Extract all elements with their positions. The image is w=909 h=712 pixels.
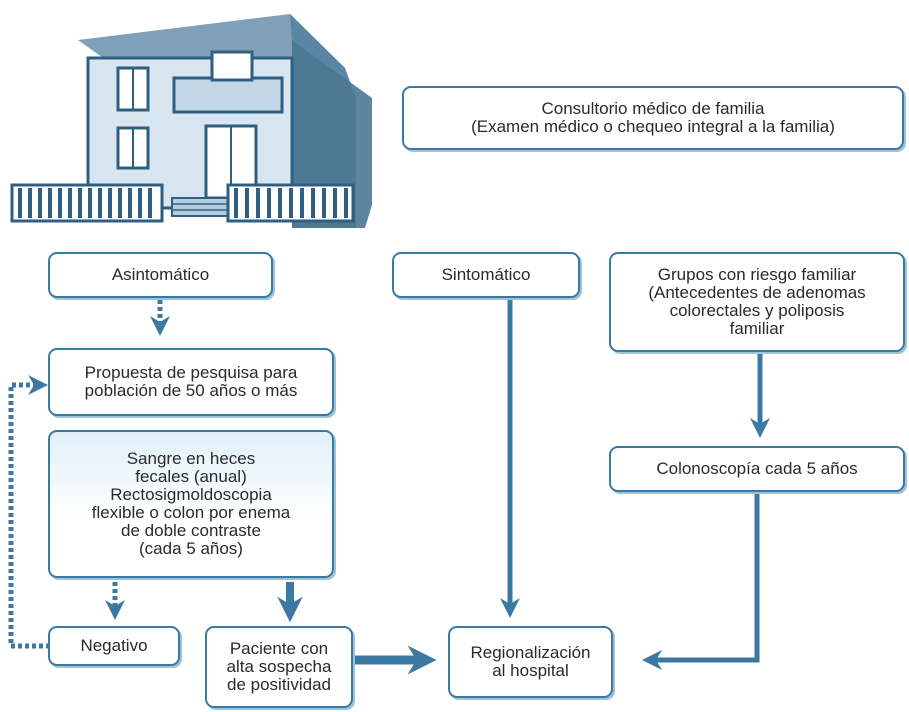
colonoscopia-label: Colonoscopía cada 5 años [656,459,858,478]
negativo-box: Negativo [48,626,180,666]
consultorio-box: Consultorio médico de familia (Examen mé… [402,86,904,150]
asintomatico-box: Asintomático [48,252,273,298]
negativo-label: Negativo [80,636,148,655]
arrow-negativo-propuesta-loop [8,375,50,649]
regionalizacion-label: Regionalización al hospital [470,643,591,680]
colonoscopia-box: Colonoscopía cada 5 años [609,446,905,492]
paciente-box: Paciente con alta sospecha de positivida… [205,626,353,708]
propuesta-label: Propuesta de pesquisa para población de … [84,363,298,400]
grupos-riesgo-label: Grupos con riesgo familiar (Antecedentes… [648,265,866,338]
sintomatico-box: Sintomático [392,252,580,298]
grupos-riesgo-box: Grupos con riesgo familiar (Antecedentes… [609,252,905,352]
pruebas-label: Sangre en heces fecales (anual) Rectosig… [91,449,291,558]
sintomatico-label: Sintomático [441,265,531,284]
asintomatico-label: Asintomático [111,265,210,284]
pruebas-box: Sangre en heces fecales (anual) Rectosig… [48,430,334,578]
consultorio-label: Consultorio médico de familia (Examen mé… [471,99,835,136]
paciente-label: Paciente con alta sospecha de positivida… [226,639,332,694]
arrow-colonoscopia-regionalizacion [642,492,760,670]
house-icon [10,14,372,228]
propuesta-box: Propuesta de pesquisa para población de … [48,348,334,416]
regionalizacion-box: Regionalización al hospital [448,626,613,698]
